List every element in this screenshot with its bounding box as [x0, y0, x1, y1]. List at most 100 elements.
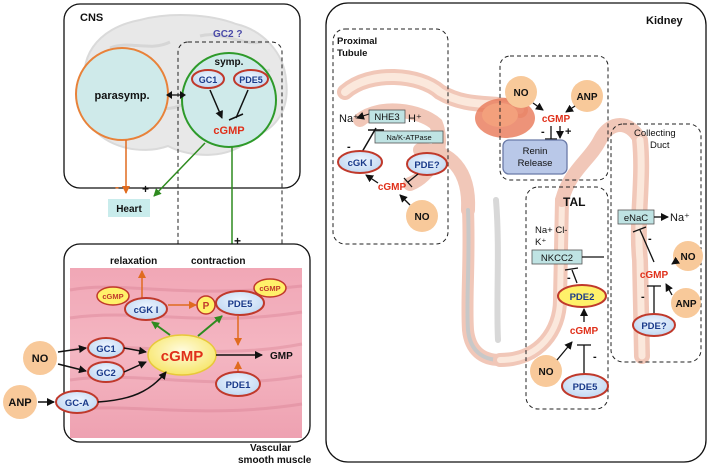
proximal-tubule-box [332, 28, 449, 245]
pt-pde-inhibit-bar [403, 177, 413, 188]
vsm-cgmp-small-right [253, 278, 287, 298]
nak-atpase-node [374, 130, 444, 144]
heart-node [108, 199, 150, 217]
vsm-gc1-label: GC1 [96, 344, 116, 355]
vsm-anp-label: ANP [8, 397, 31, 409]
symp-heart-plus: + [142, 182, 149, 196]
cd-anp-node [671, 288, 701, 318]
cd-pde-q-label: PDE? [641, 321, 667, 332]
pt-na-label: Na⁺ [339, 113, 359, 125]
vsm-cgki-node [124, 297, 168, 321]
renin-no-label: NO [514, 88, 529, 99]
nhe3-label: NHE3 [374, 112, 399, 123]
cd-anp-arrow [665, 283, 673, 296]
tal-pde5-node [561, 373, 609, 399]
cd-minus2: - [641, 291, 645, 303]
vsm-cgmp-small-right-label: cGMP [259, 284, 280, 293]
tal-cgmp-label: cGMP [570, 326, 599, 337]
cgmp-to-cgki-arrow [151, 321, 171, 336]
tal-box [525, 186, 609, 410]
collecting-duct-box [610, 123, 702, 363]
pt-cgki-label: cGK I [348, 158, 373, 169]
gc2-query-label: GC2 ? [213, 29, 242, 40]
pt-cgki-node [337, 150, 383, 174]
nkcc2-label: NKCC2 [541, 253, 573, 264]
renin-anp-arrow [565, 104, 576, 113]
cns-pde5-inhibit-bar [228, 113, 244, 121]
symp-label: symp. [215, 57, 244, 68]
pt-no-node [406, 200, 438, 232]
renin-label: Renin [523, 146, 548, 157]
cgki-inhibit-line [361, 127, 377, 153]
vsm-cgmp-big-label: cGMP [161, 348, 204, 365]
vsm-pde5-node [215, 290, 265, 316]
tal-minus: - [567, 272, 571, 284]
vsm-gc2-label: GC2 [96, 368, 116, 379]
cd-na-label: Na⁺ [670, 212, 690, 224]
vsm-cgki-label: cGK I [134, 305, 159, 316]
pt-cgmp-to-cgki-arrow [365, 174, 379, 184]
cd-pde-q-node [632, 313, 676, 337]
vsm-no-node [23, 341, 57, 375]
smooth-muscle-title: smooth muscle [238, 455, 312, 465]
cns-pde5-node [233, 69, 269, 89]
cd-no-label: NO [681, 252, 696, 263]
cns-pde5-inhibit-line [235, 89, 249, 119]
tal-pde5-label: PDE5 [573, 382, 599, 393]
no-to-gc2-arrow [57, 363, 87, 374]
heart-label: Heart [116, 204, 142, 215]
renin-minus: - [541, 126, 545, 138]
release-label: Release [518, 158, 553, 169]
tal-no-node [530, 355, 562, 387]
duct-label: Duct [650, 140, 670, 151]
phospho-node [196, 295, 216, 315]
tal-minus2: - [593, 351, 597, 363]
kidney-title: Kidney [646, 15, 684, 27]
contraction-label: contraction [191, 256, 245, 267]
collecting-label: Collecting [634, 128, 676, 139]
pde2-label: PDE2 [570, 292, 595, 303]
cd-no-node [673, 241, 703, 271]
nhe3-node [368, 109, 406, 124]
gc2-to-cgmp-arrow [123, 361, 147, 373]
vsm-gca-label: GC-A [65, 398, 89, 409]
vsm-pde5-label: PDE5 [228, 299, 254, 310]
renin-anp-label: ANP [576, 92, 597, 103]
tubule-label: Tubule [337, 48, 367, 59]
nhe3-na-arrow [356, 111, 370, 120]
symp-to-heart-arrow [153, 142, 206, 197]
enac-label: eNaC [624, 213, 648, 224]
pt-no-to-cgmp-arrow [399, 194, 411, 206]
pt-pde-inhibit-line [407, 173, 419, 183]
cns-gc1-node [191, 69, 225, 89]
renin-box [499, 55, 609, 181]
cd-anp-label: ANP [675, 299, 696, 310]
gca-to-cgmp-arrow [97, 371, 167, 403]
nak-atpase-label: Na/K-ATPase [386, 133, 431, 142]
tal-no-arrow [556, 341, 573, 361]
pt-cgmp-label: cGMP [378, 182, 407, 193]
pde2-node [557, 284, 607, 308]
vascular-title: Vascular [250, 443, 291, 454]
vsm-anp-node [3, 385, 37, 419]
pt-h-label: H⁺ [408, 113, 422, 125]
contraction-plus: + [234, 234, 241, 248]
parasymp-heart-minus: - [115, 180, 119, 194]
pt-no-label: NO [415, 212, 430, 223]
renin-cgmp-label: cGMP [542, 114, 571, 125]
tal-label: TAL [563, 195, 585, 209]
parasymp-symp-arrowheads [166, 91, 186, 99]
gmp-label: GMP [270, 351, 293, 362]
pt-pde-q-label: PDE? [414, 160, 440, 171]
vsm-cgmp-small-left [96, 286, 130, 306]
renin-no-arrow [532, 102, 544, 111]
no-to-gc1-arrow [57, 345, 87, 353]
parasymp-label: parasymp. [94, 90, 149, 102]
relaxation-label: relaxation [110, 256, 157, 267]
cns-cgmp-label: cGMP [213, 125, 244, 137]
cd-no-arrow [671, 256, 681, 265]
vsm-no-label: NO [32, 353, 49, 365]
cns-gc1-to-cgmp-arrow [209, 89, 223, 119]
vsm-cgmp-small-left-label: cGMP [102, 292, 123, 301]
